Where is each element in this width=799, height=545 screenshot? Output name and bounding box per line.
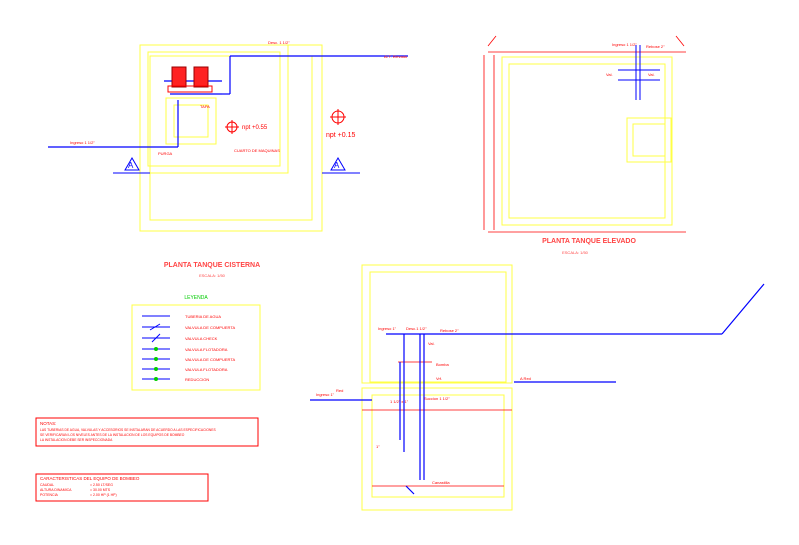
svg-text:A Red: A Red <box>520 376 531 381</box>
section-view <box>361 264 513 511</box>
cistern-pipes <box>48 55 408 148</box>
equipment-box: CARACTERISTICAS DEL EQUIPO DE BOMBEO CAU… <box>35 473 209 502</box>
legend-item-4: VALVULA DE COMPUERTA <box>185 357 235 362</box>
machine-room-label: CUARTO DE MAQUINAS <box>234 148 280 153</box>
legend-item-1: VALVULA DE COMPUERTA <box>185 325 235 330</box>
svg-text:Val.: Val. <box>428 341 435 346</box>
npt-marker-main <box>330 109 346 125</box>
equipment-title: CARACTERISTICAS DEL EQUIPO DE BOMBEO <box>40 476 140 481</box>
svg-text:= 2.00 HP (1 HP): = 2.00 HP (1 HP) <box>90 493 117 497</box>
section-labels: Ingreso 1" Desc.1 1/2" Rebose 2" Val. Bo… <box>316 326 531 485</box>
cistern-scale: ESCALA: 1/50 <box>199 273 226 278</box>
section-pipes <box>310 283 765 495</box>
sump-inner <box>173 104 209 138</box>
legend-item-3: VALVULA FLOTADORA <box>185 347 228 352</box>
section-mark-right: A <box>322 157 360 174</box>
svg-text:PURGA: PURGA <box>158 151 173 156</box>
svg-text:A: A <box>334 161 340 170</box>
npt-small-label: npt +0.55 <box>242 125 268 131</box>
pump-1 <box>171 66 187 88</box>
legend-item-5: VALVULA FLOTADORA <box>185 367 228 372</box>
notes-title: NOTAS: <box>40 421 56 426</box>
svg-text:Succion 1 1/2": Succion 1 1/2" <box>424 396 450 401</box>
svg-text:Val.: Val. <box>606 72 613 77</box>
legend-title: LEYENDA <box>184 295 208 301</box>
svg-text:A: A <box>128 161 134 170</box>
legend-item-6: REDUCCION <box>185 377 209 382</box>
notes-line-1: SE VERIFICARAN LOS NIVELES ANTES DE LA I… <box>40 433 185 437</box>
notes-box: NOTAS: LAS TUBERIAS DE AGUA, VALVULAS Y … <box>35 417 259 447</box>
svg-text:Val.: Val. <box>648 72 655 77</box>
svg-text:Al T. Elevado: Al T. Elevado <box>384 54 408 59</box>
svg-text:Ingreso 1 1/2": Ingreso 1 1/2" <box>612 42 637 47</box>
legend-box: LEYENDA TUBERIA DE AGUA VALVULA DE COMPU… <box>131 295 261 391</box>
svg-text:Red: Red <box>336 388 343 393</box>
npt-marker-small <box>225 120 239 134</box>
svg-text:= 2.50 LT/SEG: = 2.50 LT/SEG <box>90 483 113 487</box>
svg-text:= 30.00 MTS: = 30.00 MTS <box>90 488 111 492</box>
legend-item-2: VALVULA CHECK <box>185 336 218 341</box>
npt-main-label: npt +0.15 <box>326 132 355 139</box>
pump-2 <box>193 66 209 88</box>
elevated-fittings <box>618 45 660 100</box>
svg-text:Desc.1 1/2": Desc.1 1/2" <box>406 326 427 331</box>
pump-group <box>167 66 213 93</box>
svg-text:CAUDAL: CAUDAL <box>40 483 54 487</box>
svg-text:1 1/2" x 1": 1 1/2" x 1" <box>390 399 409 404</box>
svg-text:TAPA: TAPA <box>200 104 210 109</box>
svg-text:Ingreso 1": Ingreso 1" <box>316 392 335 397</box>
machine-room-wall <box>139 44 289 174</box>
cistern-title: PLANTA TANQUE CISTERNA <box>164 262 260 269</box>
sump-outer <box>165 97 217 145</box>
machine-room-inner <box>147 51 281 167</box>
notes-line-0: LAS TUBERIAS DE AGUA, VALVULAS Y ACCESOR… <box>40 428 217 432</box>
cistern-labels: Ingreso 1 1/2" Desc. 1 1/2" Al T. Elevad… <box>70 40 408 156</box>
svg-text:Rebose 2": Rebose 2" <box>646 44 665 49</box>
legend-item-0: TUBERIA DE AGUA <box>185 314 221 319</box>
pump-base <box>167 85 213 93</box>
svg-text:1": 1" <box>376 444 380 449</box>
elevated-dimensions <box>483 35 686 233</box>
cistern-outer-wall <box>139 44 323 232</box>
svg-text:Vrf.: Vrf. <box>436 376 442 381</box>
section-mark-left: A <box>113 157 150 174</box>
notes-line-2: LA INSTALACION DEBE SER INSPECCIONADA <box>40 438 113 442</box>
cistern-plan <box>139 44 323 232</box>
elevated-scale: ESCALA: 1/50 <box>562 250 589 255</box>
svg-text:Rebose 2": Rebose 2" <box>440 328 459 333</box>
svg-text:Canastilla: Canastilla <box>432 480 450 485</box>
svg-text:Desc. 1 1/2": Desc. 1 1/2" <box>268 40 290 45</box>
svg-text:POTENCIA: POTENCIA <box>40 493 59 497</box>
svg-text:Ingreso 1": Ingreso 1" <box>378 326 397 331</box>
elevated-title: PLANTA TANQUE ELEVADO <box>542 238 636 245</box>
elevated-tank <box>501 56 673 226</box>
svg-text:Bomba: Bomba <box>436 362 449 367</box>
svg-text:Ingreso 1 1/2": Ingreso 1 1/2" <box>70 140 95 145</box>
svg-text:ALTURA DINAMICA: ALTURA DINAMICA <box>40 488 72 492</box>
